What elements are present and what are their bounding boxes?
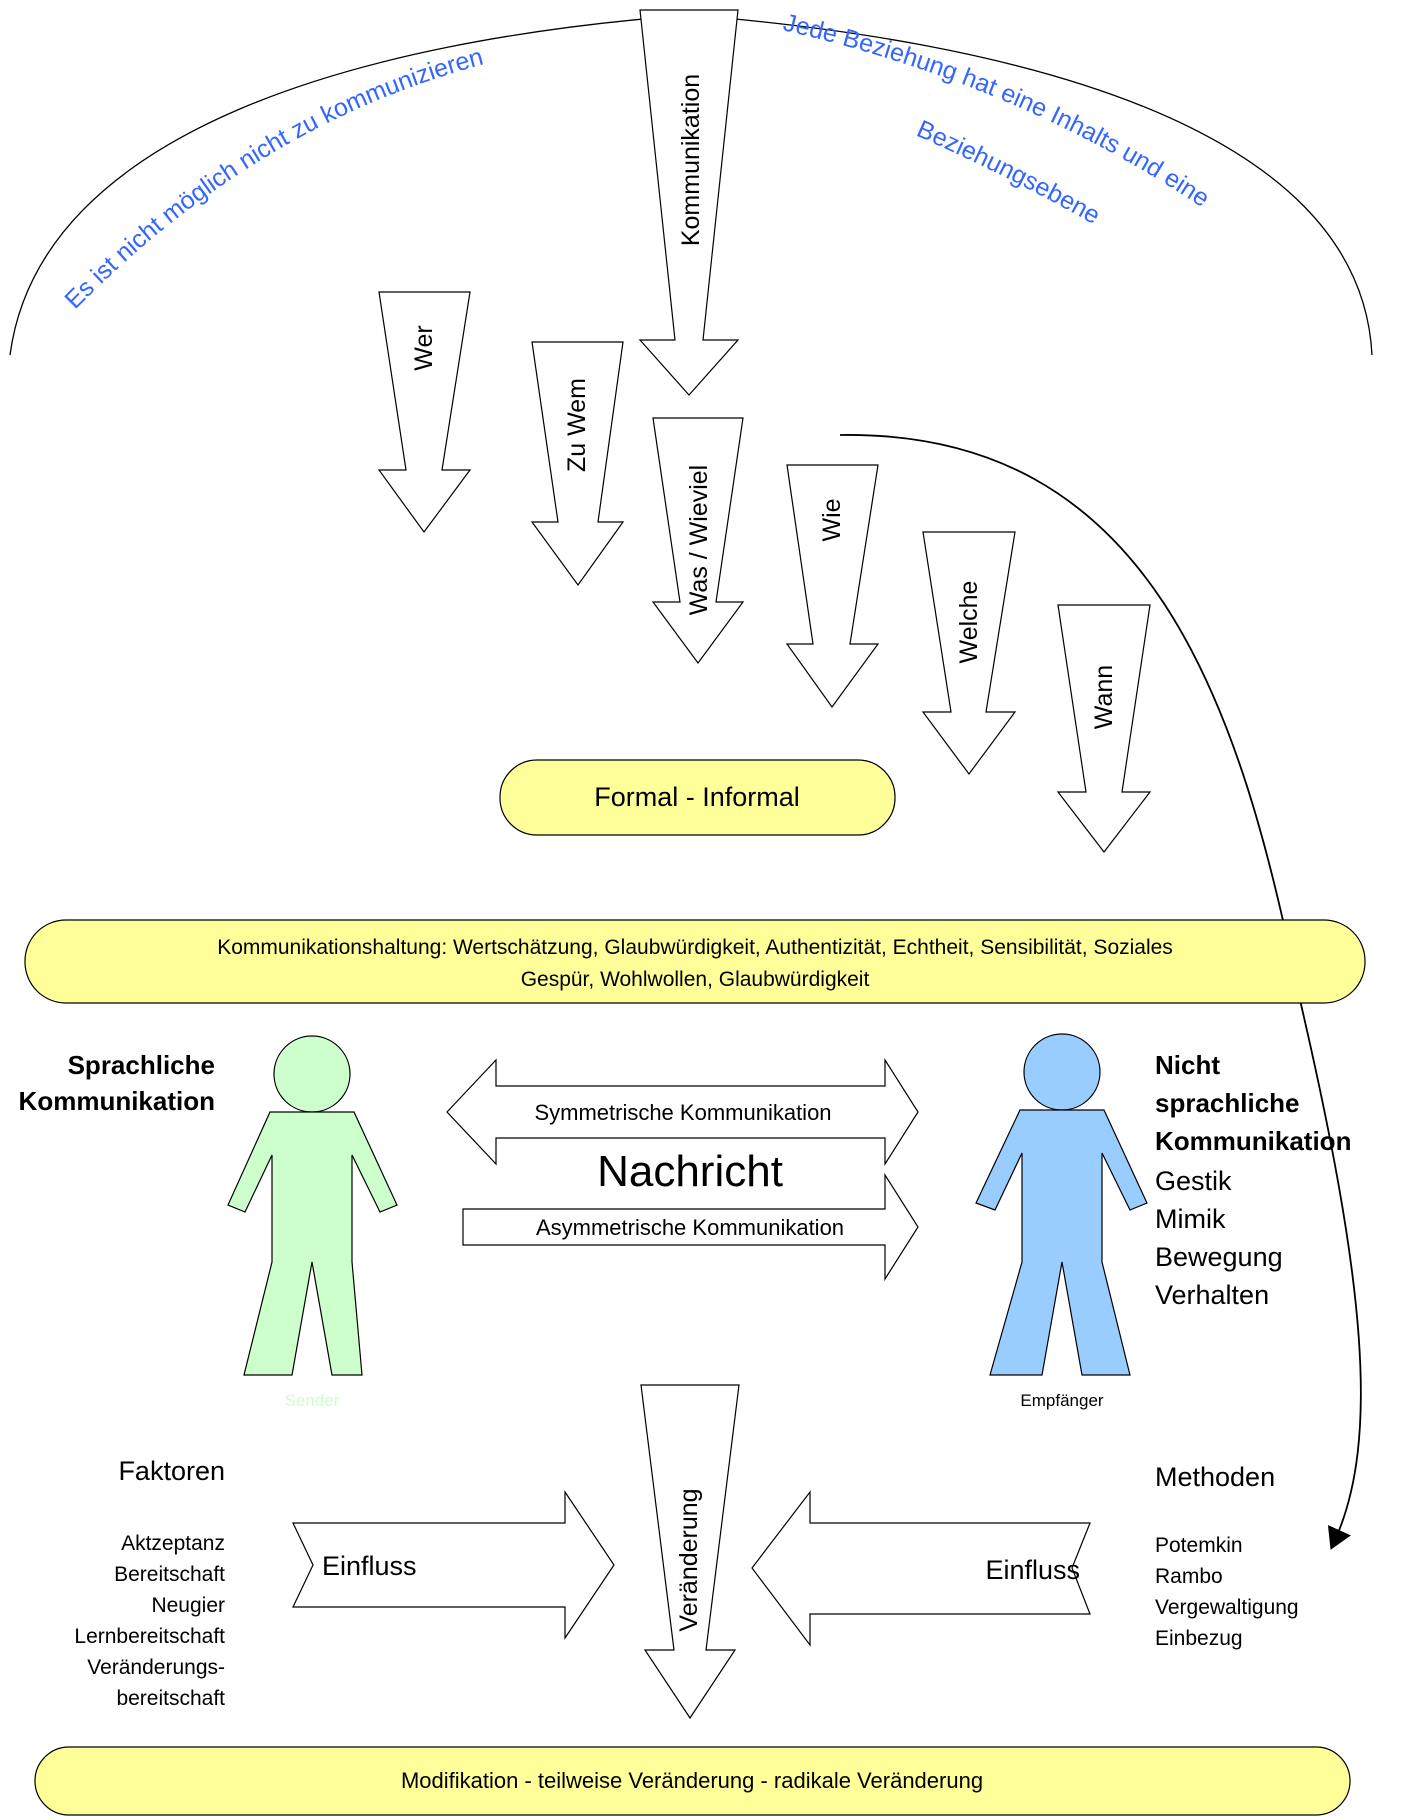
methoden-item: Potemkin	[1155, 1534, 1243, 1557]
symmetric-arrow: Symmetrische Kommunikation	[446, 1057, 919, 1167]
arrow-veraenderung-label: Veränderung	[675, 1488, 703, 1631]
receiver-figure: Empfänger	[975, 1033, 1148, 1410]
arrow-kommunikation: Kommunikation	[638, 9, 740, 396]
arrow-wer: Wer	[377, 291, 472, 534]
sender-figure: Sender	[227, 1035, 398, 1410]
influence-right-label: Einfluss	[985, 1555, 1080, 1585]
modifikation-pill: Modifikation - teilweise Veränderung - r…	[34, 1746, 1351, 1816]
methoden-item: Vergewaltigung	[1155, 1596, 1299, 1619]
arrow-kommunikation-label: Kommunikation	[677, 74, 705, 246]
kommunikationshaltung-pill: Kommunikationshaltung: Wertschätzung, Gl…	[24, 919, 1366, 1004]
sprachliche-heading-line1: Sprachliche	[68, 1050, 215, 1080]
faktoren-item: bereitschaft	[116, 1687, 225, 1710]
nicht-heading-line2: sprachliche	[1155, 1088, 1300, 1118]
arrow-welche: Welche	[921, 531, 1017, 776]
arrow-zu-wem: Zu Wem	[530, 341, 625, 587]
faktoren-item: Neugier	[151, 1594, 225, 1617]
receiver-label: Empfänger	[1020, 1391, 1103, 1410]
methoden-item: Rambo	[1155, 1565, 1223, 1588]
methoden-title: Methoden	[1155, 1462, 1275, 1492]
arrow-wer-label: Wer	[410, 325, 438, 370]
arc-text-right-path1: Jede Beziehung hat eine Inhalts und eine	[781, 9, 1215, 213]
arrow-veraenderung: Veränderung	[640, 1384, 740, 1720]
arrow-was-wieviel: Was / Wieviel	[651, 417, 745, 665]
nonverbal-item: Gestik	[1155, 1166, 1232, 1196]
faktoren-item: Bereitschaft	[114, 1563, 225, 1586]
arc-text-left: Es ist nicht möglich nicht zu kommunizie…	[59, 43, 486, 314]
nachricht-label: Nachricht	[597, 1147, 783, 1196]
sprachliche-heading-line2: Kommunikation	[19, 1086, 215, 1116]
asymmetric-arrow: Asymmetrische Kommunikation	[462, 1172, 919, 1282]
faktoren-title: Faktoren	[118, 1456, 225, 1486]
arrow-was-wieviel-label: Was / Wieviel	[685, 465, 713, 615]
arrow-wie: Wie	[785, 464, 880, 709]
formal-informal-pill: Formal - Informal	[499, 759, 896, 836]
kommunikationshaltung-line2: Gespür, Wohlwollen, Glaubwürdigkeit	[521, 968, 870, 991]
formal-informal-label: Formal - Informal	[594, 782, 800, 812]
arrow-wann-label: Wann	[1090, 665, 1118, 729]
faktoren-item: Lernbereitschaft	[74, 1625, 225, 1648]
influence-arrow-left: Einfluss	[292, 1490, 615, 1640]
arrow-zu-wem-label: Zu Wem	[563, 378, 591, 472]
methoden-item: Einbezug	[1155, 1627, 1243, 1650]
faktoren-item: Aktzeptanz	[121, 1532, 225, 1555]
symmetric-label: Symmetrische Kommunikation	[534, 1100, 831, 1125]
sender-label: Sender	[285, 1391, 340, 1410]
nonverbal-item: Mimik	[1155, 1204, 1226, 1234]
nicht-heading-line3: Kommunikation	[1155, 1126, 1351, 1156]
nonverbal-item: Verhalten	[1155, 1280, 1269, 1310]
modifikation-label: Modifikation - teilweise Veränderung - r…	[401, 1768, 983, 1793]
asymmetric-label: Asymmetrische Kommunikation	[536, 1215, 844, 1240]
arrow-welche-label: Welche	[955, 581, 983, 664]
nicht-heading-line1: Nicht	[1155, 1050, 1220, 1080]
arrow-wann: Wann	[1056, 604, 1152, 853]
arc-text-right-line1: Jede Beziehung hat eine Inhalts und eine	[781, 9, 1215, 213]
nonverbal-item: Bewegung	[1155, 1242, 1283, 1272]
arrow-wie-label: Wie	[818, 498, 846, 541]
influence-left-label: Einfluss	[322, 1551, 417, 1581]
faktoren-item: Veränderungs-	[87, 1656, 225, 1679]
influence-arrow-right: Einfluss	[751, 1490, 1091, 1647]
arc-text-left-path: Es ist nicht möglich nicht zu kommunizie…	[59, 43, 486, 314]
kommunikationshaltung-line1: Kommunikationshaltung: Wertschätzung, Gl…	[217, 936, 1173, 959]
